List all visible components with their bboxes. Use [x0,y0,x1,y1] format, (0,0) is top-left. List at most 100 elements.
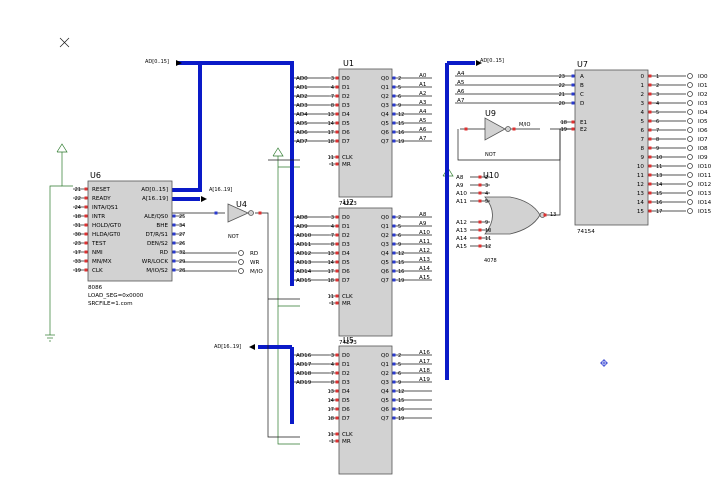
u2-in-pin-num: 7 [331,233,334,239]
u5-qpin-name: Q1 [381,362,389,368]
u7-type: 74154 [577,229,595,235]
u1-out-pin-num: 6 [398,94,401,100]
io-terminal[interactable] [687,91,693,97]
pin-marker [335,233,339,237]
io-terminal[interactable] [687,208,693,214]
u2-out-pin-num: 2 [398,215,401,221]
io-terminal[interactable] [687,199,693,205]
u2-dpin-name: D1 [342,224,350,230]
u6-left-pin: MN/MX [92,259,112,265]
pin-marker [512,127,516,131]
u7-decoder-body[interactable] [574,69,649,226]
u4-not-gate[interactable] [227,203,249,223]
u6-right-pin: BHE [156,223,168,229]
ctrl-terminal[interactable] [238,268,244,274]
pin-marker [335,76,339,80]
pin-marker [648,173,652,177]
u1-dpin-name: D0 [342,76,350,82]
u1-dpin-name: D1 [342,85,350,91]
u10-ref: U10 [483,171,499,180]
io-terminal[interactable] [687,127,693,133]
pin-marker [478,220,482,224]
pin-marker [335,416,339,420]
u1-clk-num: 11 [328,155,334,161]
pin-marker [335,362,339,366]
u2-qpin-name: Q1 [381,224,389,230]
u2-in-net: AD11 [296,242,312,248]
u2-latch-body[interactable] [338,207,393,337]
io-terminal[interactable] [687,145,693,151]
pin-marker [84,241,88,245]
ctrl-terminal[interactable] [238,259,244,265]
u2-in-net: AD14 [296,269,312,275]
u2-type: 74273 [339,340,357,346]
u1-qpin-name: Q2 [381,94,389,100]
u2-qpin-name: Q3 [381,242,389,248]
pin-marker [335,121,339,125]
u10-in-net: A11 [456,199,467,205]
io-terminal[interactable] [687,118,693,124]
u2-mr-pin: MR [342,301,351,307]
u2-clk-num: 11 [328,294,334,300]
u1-in-net: AD1 [296,85,308,91]
u1-qpin-name: Q7 [381,139,389,145]
pin-marker [258,211,262,215]
u5-qpin-name: Q3 [381,380,389,386]
io-terminal[interactable] [687,109,693,115]
pin-marker [335,432,339,436]
io-terminal[interactable] [687,172,693,178]
pin-marker [335,112,339,116]
pin-marker [335,389,339,393]
io-terminal[interactable] [687,181,693,187]
u2-out-pin-num: 12 [398,251,404,257]
io-terminal[interactable] [687,136,693,142]
u2-qpin-name: Q4 [381,251,389,257]
io-terminal[interactable] [687,73,693,79]
u9-not-gate[interactable] [484,117,506,141]
u5-latch-body[interactable] [338,345,393,475]
pin-marker [84,187,88,191]
u1-out-pin-num: 19 [398,139,404,145]
pin-marker [478,228,482,232]
io-terminal[interactable] [687,82,693,88]
u7-out-pin-num: 8 [656,137,659,143]
u2-in-pin-num: 13 [328,251,334,257]
pin-marker [335,439,339,443]
io-terminal[interactable] [687,154,693,160]
pin-marker [335,353,339,357]
u1-out-net: A2 [419,91,426,97]
u6-type: 8086 [88,285,103,291]
u7-ref: U7 [577,60,588,69]
ctrl-label-0: RD [250,251,258,257]
io-terminal[interactable] [687,190,693,196]
u9-net-label: M/IO [519,122,530,128]
ctrl-terminal[interactable] [238,250,244,256]
pin-marker [84,196,88,200]
u1-dpin-name: D5 [342,121,350,127]
u1-qpin-name: Q1 [381,85,389,91]
u5-qpin-name: Q4 [381,389,389,395]
pin-marker [648,200,652,204]
u10-nor-gate[interactable] [484,196,541,235]
u2-dpin-name: D0 [342,215,350,221]
u5-in-pin-num: 18 [328,416,334,422]
pin-marker [335,407,339,411]
u6-left-pin: INTA/QS1 [92,205,118,211]
u2-qpin-name: Q6 [381,269,389,275]
u1-latch-body[interactable] [338,68,393,198]
u1-dpin-name: D2 [342,94,350,100]
pin-marker [335,371,339,375]
bus-lines [172,61,475,424]
cpu-8086-body[interactable] [87,180,173,282]
u7-out-pin: 2 [640,92,644,98]
u6-left-pin: INTR [92,214,105,220]
io-terminal[interactable] [687,163,693,169]
u10-in-pin: 4 [485,191,488,197]
pin-marker [648,182,652,186]
bus-label-ad015-left: AD[0..15] [145,59,169,65]
io-terminal[interactable] [687,100,693,106]
u5-dpin-name: D6 [342,407,350,413]
u10-in-pin: 11 [485,236,491,242]
pin-marker [478,244,482,248]
